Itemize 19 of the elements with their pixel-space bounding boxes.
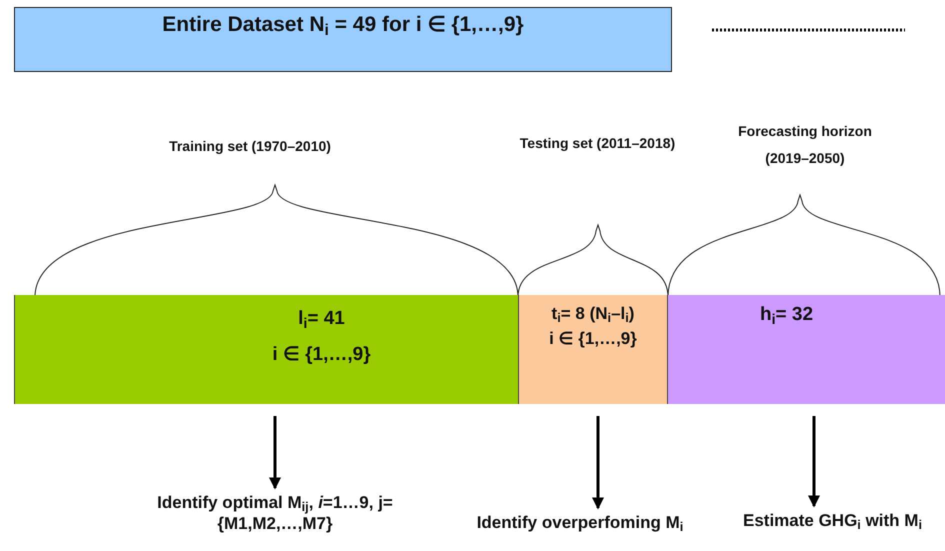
step-label: Estimate GHG$_{i}$ with M$_{i}$ xyxy=(742,510,922,532)
bar-label: h$_{i}$= 32 xyxy=(760,303,814,327)
segment-bar xyxy=(518,295,668,404)
bar-label: i ∈ {1,…,9} xyxy=(549,328,637,350)
period-label: Forecasting horizon (2019–2050) xyxy=(737,122,873,168)
segment-bar xyxy=(14,7,672,72)
arrow xyxy=(592,416,604,510)
segment-bar xyxy=(668,295,945,404)
arrow xyxy=(808,416,820,508)
bar-label: l$_{i}$= 41 xyxy=(298,307,345,331)
bar-label: Entire Dataset N$_{i}$ = 49 for i ∈ {1,…,9} xyxy=(162,12,524,38)
step-label: Identify overperfoming M$_{i}$ xyxy=(476,512,684,534)
segment-bar xyxy=(14,295,518,404)
period-label: Testing set (2011–2018) xyxy=(518,134,676,153)
step-label: Identify optimal M$_{ij}$, i=1…9, j={M1,M2,…,M7} xyxy=(156,492,394,534)
bar-label: i ∈ {1,…,9} xyxy=(272,342,371,366)
bar-label: t$_{i}$= 8 (N$_{i}$–l$_{i}$) xyxy=(552,303,634,324)
arrow xyxy=(269,416,281,490)
period-label: Training set (1970–2010) xyxy=(168,137,332,156)
